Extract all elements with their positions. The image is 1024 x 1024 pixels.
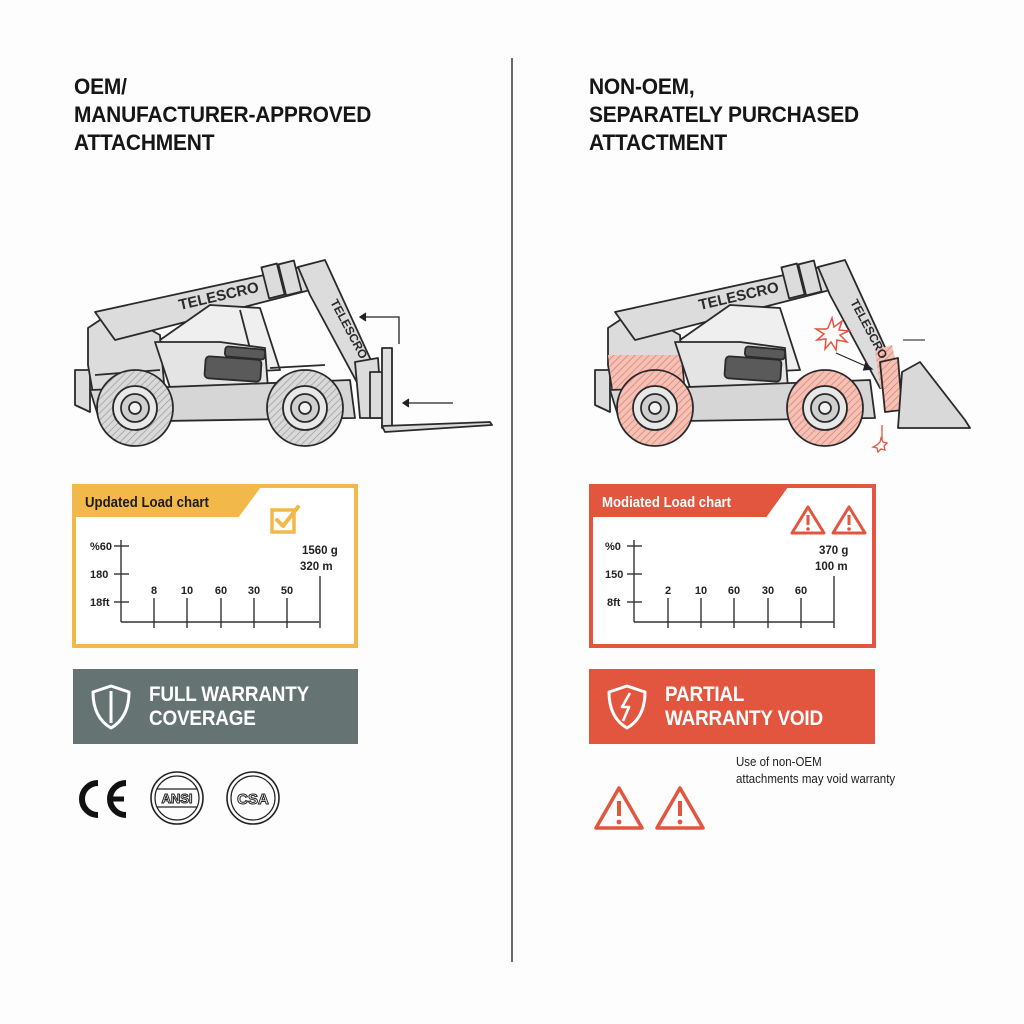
shield-icon xyxy=(73,683,149,731)
non-oem-load-chart: %0 150 8ft 2 10 60 30 60 370 g 100 m xyxy=(605,540,848,628)
warranty-note: Use of non-OEM attachments may void warr… xyxy=(736,755,896,786)
oem-load-chart-card: Updated Load chart %60 180 18ft 8 10 60 … xyxy=(72,484,358,648)
y-axis-label: 18ft xyxy=(90,597,110,609)
stress-burst-icon xyxy=(871,425,889,454)
ce-mark-icon xyxy=(76,777,130,821)
oem-telehandler-illustration: TELESCRO TELESCRO xyxy=(74,259,493,447)
left-title: OEM/ MANUFACTURER-APPROVED ATTACHMENT xyxy=(74,73,371,157)
x-axis-label: 2 xyxy=(665,585,671,597)
center-divider xyxy=(511,58,513,962)
x-axis-label: 60 xyxy=(215,585,227,597)
y-axis-label: 180 xyxy=(90,569,108,581)
non-oem-load-chart-card: Modiated Load chart %0 150 8ft 2 10 60 3 xyxy=(589,484,876,648)
load-chart-header: Modiated Load chart xyxy=(592,487,788,517)
stress-arrow-icon xyxy=(835,352,874,371)
partial-warranty-void-banner: PARTIAL WARRANTY VOID xyxy=(589,669,875,744)
x-axis-label: 10 xyxy=(695,585,707,597)
checkbox-checked-icon xyxy=(270,505,300,534)
x-axis-label: 30 xyxy=(248,585,260,597)
warning-icon xyxy=(790,505,826,535)
warning-icon xyxy=(655,786,705,830)
non-oem-telehandler-illustration: TELESCRO TELESCRO xyxy=(594,259,971,454)
x-axis-label: 10 xyxy=(181,585,193,597)
warning-icon xyxy=(831,505,867,535)
x-axis-label: 30 xyxy=(762,585,774,597)
csa-mark-icon: CSA xyxy=(225,770,281,826)
warranty-text: PARTIAL WARRANTY VOID xyxy=(665,682,823,730)
ansi-mark-icon: ANSI xyxy=(149,770,205,826)
load-chart-header: Updated Load chart xyxy=(75,487,261,517)
svg-text:CSA: CSA xyxy=(237,791,269,808)
svg-text:ANSI: ANSI xyxy=(161,791,192,806)
capacity-label: 1560 g xyxy=(302,545,338,557)
capacity-label: 100 m xyxy=(815,561,848,573)
capacity-label: 320 m xyxy=(300,561,333,573)
stress-burst-icon xyxy=(813,315,852,353)
right-title-line: ATTACTMENT xyxy=(589,130,728,155)
x-axis-label: 8 xyxy=(151,585,157,597)
x-axis-label: 60 xyxy=(728,585,740,597)
shield-broken-icon xyxy=(589,683,665,731)
x-axis-label: 50 xyxy=(281,585,293,597)
y-axis-label: %0 xyxy=(605,541,621,553)
warranty-text: FULL WARRANTY COVERAGE xyxy=(149,682,310,730)
left-title-line: ATTACHMENT xyxy=(74,130,215,155)
warning-icon xyxy=(594,786,644,830)
left-title-line: MANUFACTURER-APPROVED xyxy=(74,102,372,127)
left-title-line: OEM/ xyxy=(74,74,127,99)
lift-arrow-icon xyxy=(358,312,400,344)
forward-arrow-icon xyxy=(401,398,453,408)
y-axis-label: 150 xyxy=(605,569,623,581)
right-title-line: NON-OEM, xyxy=(589,74,695,99)
y-axis-label: %60 xyxy=(90,541,112,553)
y-axis-label: 8ft xyxy=(607,597,621,609)
right-title-line: SEPARATELY PURCHASED xyxy=(589,102,859,127)
x-axis-label: 60 xyxy=(795,585,807,597)
full-warranty-banner: FULL WARRANTY COVERAGE xyxy=(73,669,358,744)
right-title: NON-OEM, SEPARATELY PURCHASED ATTACTMENT xyxy=(589,73,859,157)
oem-load-chart: %60 180 18ft 8 10 60 30 50 1560 g 320 m xyxy=(90,540,338,628)
capacity-label: 370 g xyxy=(819,545,848,557)
